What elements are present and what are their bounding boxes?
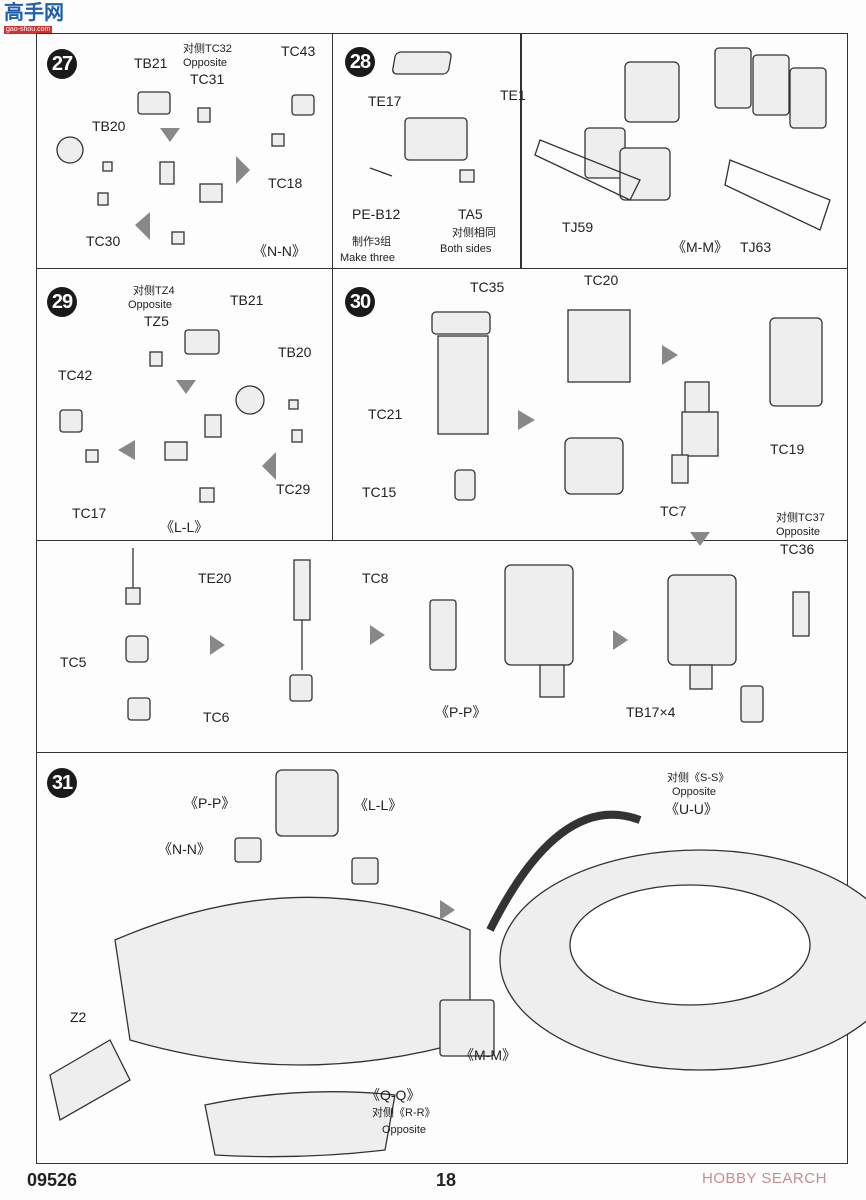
step-number-29: 29 — [47, 287, 77, 317]
part-label: TC17 — [72, 505, 107, 521]
part-label: TC5 — [60, 654, 87, 670]
part-label: TC19 — [770, 441, 805, 457]
part-label: TJ59 — [562, 219, 594, 235]
part-label: TC15 — [362, 484, 397, 500]
part-label: TE17 — [368, 93, 402, 109]
subassembly-label: 《N-N》 — [158, 841, 211, 857]
step-number-28: 28 — [345, 47, 375, 77]
part-label: TC31 — [190, 71, 225, 87]
part-note: Opposite — [382, 1124, 427, 1136]
part-label: TC20 — [584, 272, 619, 288]
step-number-31: 31 — [47, 768, 77, 798]
part-label: TE20 — [198, 570, 232, 586]
part-label: TC6 — [203, 709, 230, 725]
part-note: 对侧TZ4 — [133, 285, 175, 297]
subassembly-label: 《P-P》 — [184, 795, 236, 811]
part-note: 对侧《S-S》 — [667, 772, 730, 784]
part-label: TC35 — [470, 279, 505, 295]
subassembly-label: 《M-M》 — [672, 239, 728, 255]
part-note: Opposite — [183, 57, 228, 69]
part-label: TC42 — [58, 367, 93, 383]
part-label: TC29 — [276, 481, 311, 497]
site-logo-subtext: gao-shou.com — [4, 26, 53, 34]
part-note: Opposite — [672, 786, 717, 798]
part-note: Make three — [340, 252, 396, 264]
subassembly-label: 《N-N》 — [253, 243, 306, 259]
part-label: TC43 — [281, 43, 316, 59]
part-label: Z2 — [70, 1009, 87, 1025]
subassembly-label: 《L-L》 — [354, 797, 403, 813]
part-label: TA5 — [458, 206, 483, 222]
part-note: Opposite — [776, 526, 821, 538]
kit-number: 09526 — [27, 1170, 78, 1190]
part-label: TE1 — [500, 87, 526, 103]
step-number-30: 30 — [345, 287, 375, 317]
part-label: TB20 — [92, 118, 126, 134]
part-label: TC8 — [362, 570, 389, 586]
part-label: TC7 — [660, 503, 687, 519]
part-note: 对侧TC37 — [776, 512, 825, 524]
part-label: TB21 — [134, 55, 168, 71]
subassembly-label: 《L-L》 — [160, 519, 209, 535]
step-number-27: 27 — [47, 49, 77, 79]
subassembly-label: 《U-U》 — [665, 801, 718, 817]
part-note: 对侧相同 — [452, 227, 496, 239]
site-logo: 高手网 — [4, 2, 64, 24]
part-note: 对侧TC32 — [183, 43, 232, 55]
part-label: TB21 — [230, 292, 264, 308]
subassembly-label: 《P-P》 — [435, 704, 487, 720]
part-label: TC30 — [86, 233, 121, 249]
page-number: 18 — [436, 1170, 457, 1190]
part-label: TZ5 — [144, 313, 169, 329]
watermark: HOBBY SEARCH — [702, 1170, 827, 1187]
subassembly-label: 《Q-Q》 — [366, 1087, 421, 1103]
part-label: TJ63 — [740, 239, 772, 255]
part-label: TC36 — [780, 541, 815, 557]
part-label: TB20 — [278, 344, 312, 360]
part-note: Opposite — [128, 299, 173, 311]
part-note: 对侧《R-R》 — [372, 1107, 436, 1119]
part-label: PE-B12 — [352, 206, 401, 222]
part-label: TC18 — [268, 175, 303, 191]
subassembly-label: 《M-M》 — [460, 1047, 516, 1063]
part-note: 制作3组 — [352, 236, 392, 248]
part-note: Both sides — [440, 243, 492, 255]
part-label: TC21 — [368, 406, 403, 422]
part-label: TB17×4 — [626, 704, 676, 720]
